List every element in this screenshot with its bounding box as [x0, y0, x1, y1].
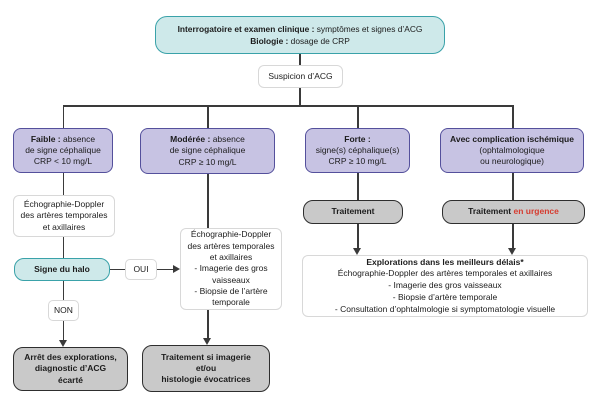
- arrowhead-urgence-explorations: [508, 248, 517, 255]
- complication-line1: Avec complication ischémique: [441, 134, 583, 145]
- faible-box: Faible : absence de signe céphalique CRP…: [13, 128, 113, 173]
- echo2-line7: temporale: [212, 297, 250, 308]
- traitement-si-line3: histologie évocatrices: [161, 374, 251, 385]
- echo1-line3: et axillaires: [42, 221, 86, 232]
- complication-title: Avec complication ischémique: [450, 133, 574, 144]
- traitement-box: Traitement: [303, 200, 403, 224]
- echo2-line3: et axillaires: [209, 252, 253, 263]
- traitement-si-line2: et/ou: [195, 362, 217, 373]
- explorations-delais-box: Explorations dans les meilleurs délais* …: [302, 255, 588, 317]
- echo2-line5: vaisseaux: [212, 274, 250, 285]
- traitement-urgence-box: Traitement en urgence: [442, 200, 585, 224]
- traitement-si-line1: Traitement si imagerie: [161, 351, 251, 362]
- echo-doppler-box-1: Échographie-Doppler des artères temporal…: [13, 195, 115, 237]
- connector-oui-echo2: [157, 268, 173, 270]
- non-label-box: NON: [48, 300, 79, 321]
- arret-line1: Arrêt des explorations,: [24, 352, 117, 363]
- connector-halo-oui: [110, 268, 125, 270]
- oui-label: OUI: [133, 263, 149, 274]
- explorations-line4: - Consultation d’ophtalmologie si sympto…: [334, 303, 556, 314]
- moderee-box: Modérée : absence de signe céphalique CR…: [140, 128, 275, 174]
- moderee-line1: Modérée : absence: [141, 134, 274, 145]
- connector-echo1-halo: [62, 237, 64, 258]
- connector-halo-non: [62, 281, 64, 300]
- connector-drop-col1: [62, 105, 64, 128]
- moderee-line3: CRP ≥ 10 mg/L: [178, 156, 237, 167]
- non-label: NON: [54, 304, 73, 315]
- faible-rest: absence: [63, 133, 96, 144]
- connector-top-suspicion: [299, 54, 301, 65]
- connector-drop-col3: [357, 105, 359, 128]
- traitement-label: Traitement: [331, 206, 375, 217]
- arret-line2: diagnostic d’ACG: [34, 363, 107, 374]
- arrowhead-traitement-explorations: [353, 248, 362, 255]
- interrogatoire-title: Interrogatoire et examen clinique :: [177, 23, 315, 34]
- faible-line3: CRP < 10 mg/L: [33, 156, 93, 167]
- explorations-line3: - Biopsie d’artère temporale: [392, 291, 498, 302]
- connector-complication-urgence: [512, 173, 514, 200]
- echo2-line1: Échographie-Doppler: [190, 229, 272, 240]
- connector-drop-col4: [512, 105, 514, 128]
- forte-line1: Forte :: [306, 134, 409, 145]
- connector-moderee-echo2: [207, 174, 209, 228]
- connector-drop-col2: [207, 105, 209, 128]
- interrogatoire-text: symptômes et signes d’ACG: [316, 23, 423, 34]
- faible-title: Faible :: [30, 133, 61, 144]
- halo-label: Signe du halo: [34, 263, 90, 274]
- connector-traitement-explorations: [357, 224, 359, 248]
- biologie-title: Biologie :: [250, 36, 289, 46]
- interrogatoire-box: Interrogatoire et examen clinique : symp…: [155, 16, 445, 54]
- forte-box: Forte : signe(s) céphalique(s) CRP ≥ 10 …: [305, 128, 410, 173]
- echo1-line2: des artères temporales: [20, 210, 108, 221]
- traitement-urgence-red-label: en urgence: [513, 206, 559, 217]
- echo1-line1: Échographie-Doppler: [23, 199, 105, 210]
- traitement-urgence-line: Traitement en urgence: [443, 206, 584, 217]
- connector-urgence-explorations: [512, 224, 514, 248]
- arrowhead-non-arret: [58, 340, 67, 347]
- moderee-line2: de signe céphalique: [169, 145, 246, 156]
- echo2-line6: - Biopsie de l’artère: [194, 285, 268, 296]
- oui-label-box: OUI: [125, 259, 157, 280]
- complication-line3: ou neurologique): [480, 156, 544, 167]
- complication-box: Avec complication ischémique (ophtalmolo…: [440, 128, 584, 173]
- arrowhead-oui-echo2: [173, 264, 180, 273]
- explorations-line1: Échographie-Doppler des artères temporal…: [337, 268, 553, 279]
- connector-suspicion-split: [299, 88, 301, 106]
- echo2-line2: des artères temporales: [187, 240, 275, 251]
- biologie-line2: Biologie : dosage de CRP: [156, 35, 444, 47]
- biologie-text: dosage de CRP: [290, 36, 350, 46]
- explorations-line2: - Imagerie des gros vaisseaux: [388, 280, 502, 291]
- faible-line1: Faible : absence: [14, 134, 112, 145]
- explorations-title: Explorations dans les meilleurs délais*: [366, 256, 524, 267]
- traitement-si-imagerie-box: Traitement si imagerie et/ou histologie …: [142, 345, 270, 392]
- suspicion-label: Suspicion d’ACG: [268, 70, 333, 81]
- forte-line2: signe(s) céphalique(s): [315, 144, 400, 155]
- arret-line3: écarté: [57, 374, 84, 385]
- forte-line3: CRP ≥ 10 mg/L: [328, 156, 387, 167]
- interrogatoire-line1: Interrogatoire et examen clinique : symp…: [156, 23, 444, 35]
- forte-title: Forte :: [344, 133, 371, 144]
- connector-faible-echo1: [62, 173, 64, 195]
- connector-horizontal-split: [63, 105, 513, 107]
- arrowhead-echo2-traitement-si: [203, 338, 212, 345]
- moderee-rest: absence: [212, 134, 245, 145]
- echo-doppler-imagerie-box: Échographie-Doppler des artères temporal…: [180, 228, 282, 310]
- signe-du-halo-box: Signe du halo: [14, 258, 110, 281]
- moderee-title: Modérée :: [170, 134, 211, 145]
- suspicion-box: Suspicion d’ACG: [258, 65, 343, 88]
- echo2-line4: - Imagerie des gros: [194, 263, 268, 274]
- faible-line2: de signe céphalique: [25, 144, 101, 155]
- connector-forte-traitement: [357, 173, 359, 200]
- traitement-urgence-label: Traitement: [468, 206, 512, 217]
- connector-echo2-traitement-si: [207, 310, 209, 338]
- complication-line2: (ophtalmologique: [479, 144, 545, 155]
- arret-explorations-box: Arrêt des explorations, diagnostic d’ACG…: [13, 347, 128, 391]
- connector-non-arret: [62, 321, 64, 340]
